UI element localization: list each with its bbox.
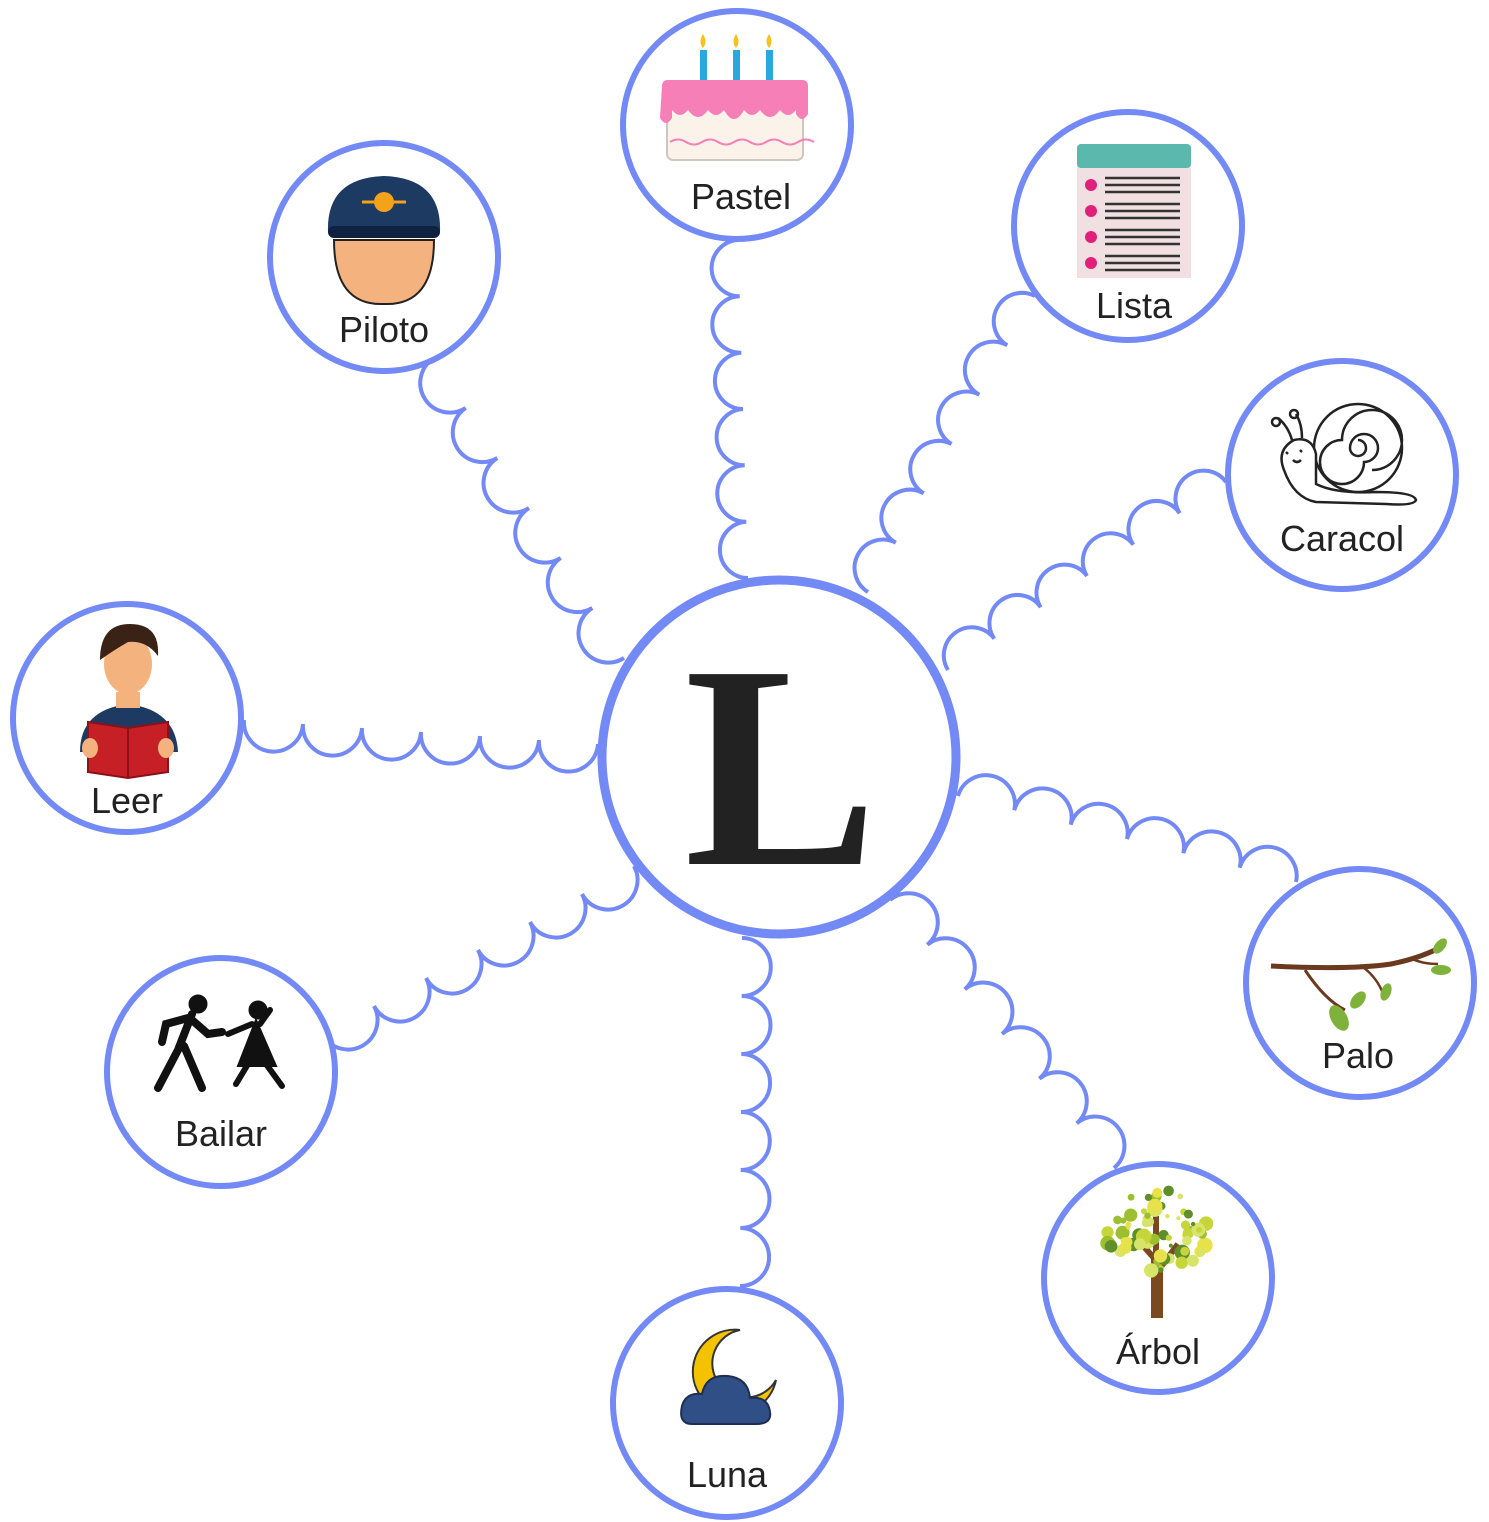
cake-icon bbox=[660, 34, 815, 161]
connector-luna bbox=[739, 936, 773, 1289]
connector-bailar bbox=[320, 865, 640, 1052]
node-luna: Luna bbox=[610, 1286, 844, 1520]
node-arbol: Árbol bbox=[1041, 1161, 1275, 1395]
reader-icon bbox=[80, 624, 178, 780]
connector-pastel bbox=[709, 238, 749, 580]
node-label-lista: Lista bbox=[1096, 285, 1173, 326]
connector-leer bbox=[241, 719, 600, 774]
node-lista: Lista bbox=[1011, 109, 1245, 343]
node-label-pastel: Pastel bbox=[691, 176, 791, 217]
node-label-bailar: Bailar bbox=[175, 1113, 267, 1154]
node-label-piloto: Piloto bbox=[339, 309, 429, 350]
node-label-leer: Leer bbox=[91, 780, 163, 821]
connector-palo bbox=[956, 773, 1299, 883]
checklist-icon bbox=[1077, 144, 1191, 278]
tree-icon bbox=[1100, 1185, 1214, 1318]
branch-icon bbox=[1270, 938, 1451, 1031]
center-letter: L bbox=[684, 606, 877, 927]
connector-piloto bbox=[418, 356, 626, 665]
connector-lista bbox=[852, 290, 1036, 594]
node-label-palo: Palo bbox=[1322, 1035, 1394, 1076]
connector-arbol bbox=[888, 891, 1127, 1170]
node-caracol: Caracol bbox=[1225, 358, 1459, 592]
dancers-icon bbox=[154, 994, 285, 1092]
snail-icon bbox=[1270, 402, 1418, 506]
node-label-caracol: Caracol bbox=[1280, 518, 1404, 559]
connector-caracol bbox=[941, 468, 1228, 672]
pilot-icon bbox=[327, 176, 441, 306]
node-bailar: Bailar bbox=[104, 955, 338, 1189]
connectors bbox=[241, 238, 1299, 1289]
node-pastel: Pastel bbox=[620, 8, 854, 242]
node-palo: Palo bbox=[1243, 866, 1477, 1100]
center-node: L bbox=[597, 575, 961, 939]
node-piloto: Piloto bbox=[267, 140, 501, 374]
moon-cloud-icon bbox=[680, 1328, 777, 1425]
node-label-luna: Luna bbox=[687, 1454, 768, 1495]
node-leer: Leer bbox=[10, 601, 244, 835]
node-label-arbol: Árbol bbox=[1116, 1331, 1200, 1372]
